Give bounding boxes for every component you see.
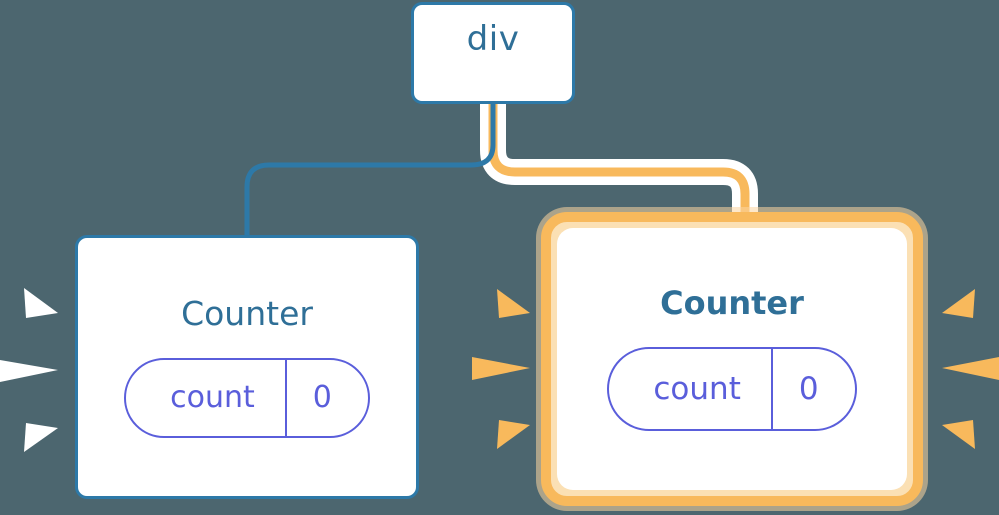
prop-pill-count-right[interactable]: count 0 — [607, 347, 857, 431]
node-counter-left-title: Counter — [181, 293, 313, 333]
connector-root-to-counter-right-halo — [480, 104, 758, 224]
node-counter-right-title: Counter — [660, 284, 804, 322]
sparkle-right-of-counter-right — [942, 289, 999, 449]
prop-key-count-left: count — [170, 379, 255, 415]
node-counter-right[interactable]: Counter count 0 — [541, 212, 923, 506]
node-div-label: div — [466, 19, 520, 59]
connector-root-to-counter-left — [244, 104, 496, 238]
node-counter-left[interactable]: Counter count 0 — [75, 235, 419, 499]
prop-pill-count-left[interactable]: count 0 — [124, 357, 370, 438]
prop-key-count-right: count — [653, 370, 741, 407]
sparkle-left-of-counter-right — [472, 289, 530, 449]
prop-value-count-left: 0 — [284, 359, 368, 436]
node-div[interactable]: div — [411, 2, 575, 104]
connector-root-to-counter-right — [488, 104, 750, 224]
node-counter-right-card: Counter count 0 — [557, 228, 907, 490]
prop-value-count-right: 0 — [770, 349, 855, 429]
sparkle-left-of-counter-left — [0, 288, 58, 452]
